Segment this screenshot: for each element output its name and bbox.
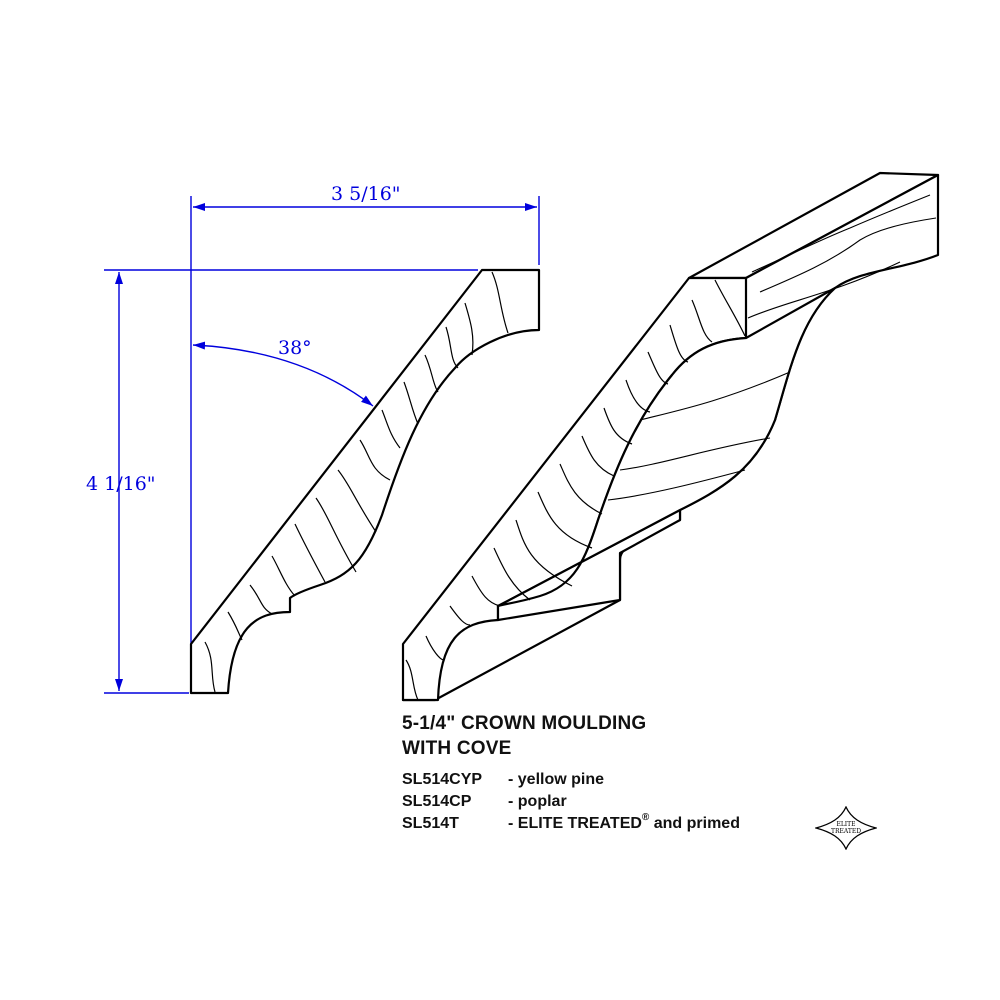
angle-label: 38°: [278, 337, 312, 359]
sku-list: SL514CYP - yellow pine SL514CP - poplar …: [402, 769, 740, 835]
title-line-1: 5-1/4" CROWN MOULDING: [402, 713, 647, 734]
sku-row: SL514CP - poplar: [402, 791, 740, 813]
sku-code: SL514CP: [402, 793, 472, 810]
moulding-isometric: [401, 171, 940, 702]
product-title: 5-1/4" CROWN MOULDING WITH COVE: [402, 711, 646, 761]
sku-code: SL514T: [402, 815, 459, 832]
sku-description: - ELITE TREATED® and primed: [508, 813, 740, 835]
title-line-2: WITH COVE: [402, 738, 512, 759]
profile-outline: [189, 268, 541, 695]
sku-row: SL514T - ELITE TREATED® and primed: [402, 813, 740, 835]
iso-grain-lines: [405, 279, 746, 701]
profile-grain-lines: [204, 271, 509, 693]
sku-description: - poplar: [508, 793, 567, 810]
dimension-lines: [104, 196, 540, 694]
logo-text-line-1: ELITE: [836, 821, 855, 828]
logo-text-line-2: TREATED: [831, 828, 861, 835]
sku-code: SL514CYP: [402, 771, 483, 788]
elite-treated-logo: ELITE TREATED: [815, 806, 877, 850]
sku-description: - yellow pine: [508, 771, 605, 788]
iso-cove-face: [496, 286, 837, 608]
angle-arc: [192, 341, 374, 407]
height-label: 4 1/16": [86, 473, 156, 495]
sku-description-text: - ELITE TREATED: [508, 815, 642, 832]
width-label: 3 5/16": [331, 183, 401, 205]
iso-cove-grain: [607, 371, 791, 501]
sku-description-suffix: and primed: [649, 815, 740, 832]
iso-top-grain: [747, 194, 937, 319]
logo-diamond: [815, 806, 877, 850]
sku-row: SL514CYP - yellow pine: [402, 769, 740, 791]
moulding-profile: [189, 268, 541, 695]
registered-mark: ®: [641, 812, 650, 823]
